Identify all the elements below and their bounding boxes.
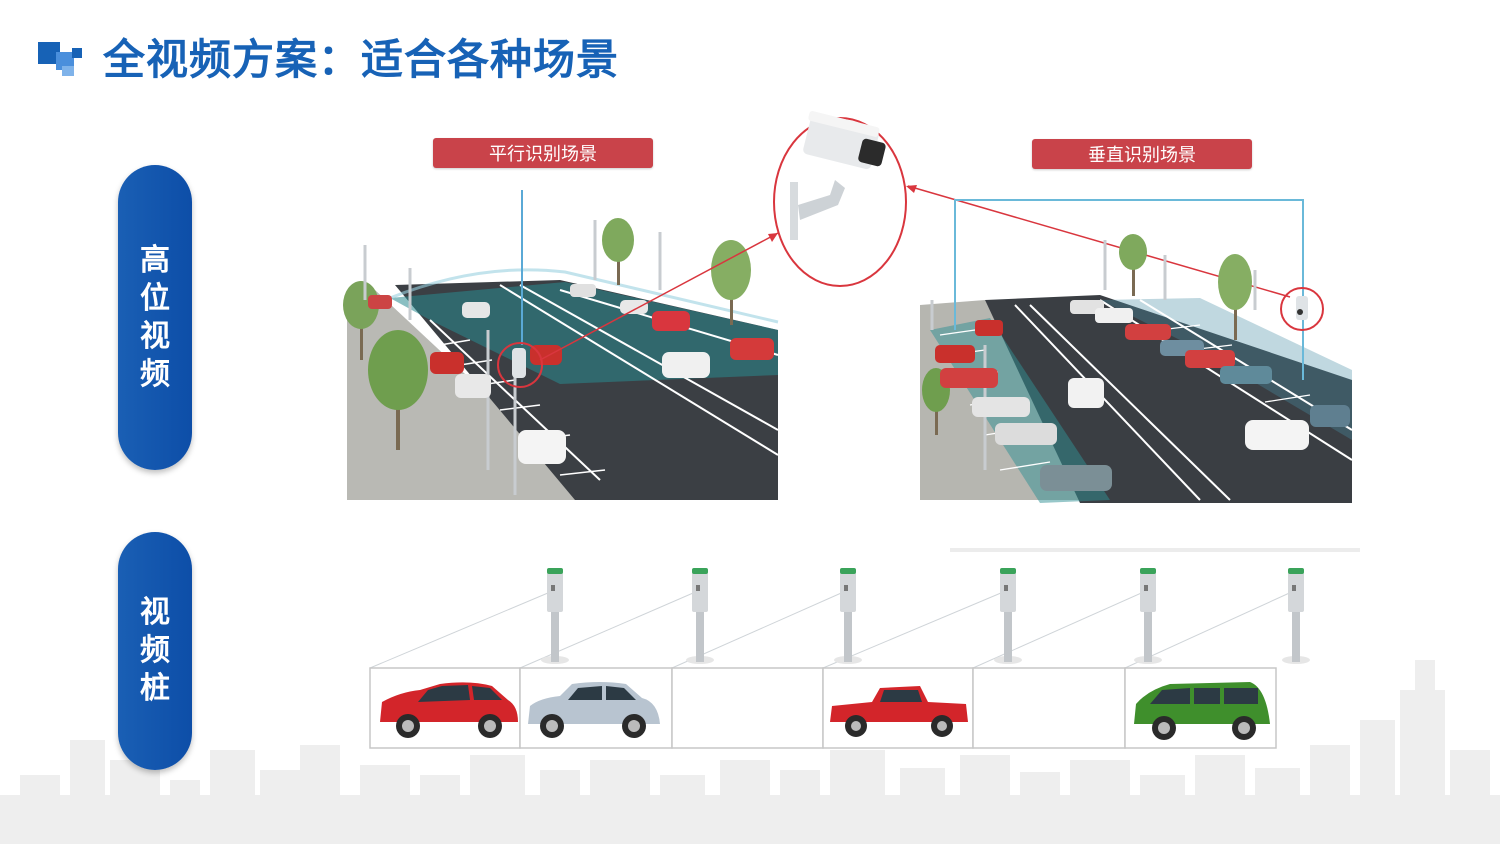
red-hatchback-icon xyxy=(380,682,518,738)
title-logo-icon xyxy=(38,42,82,76)
pill-char: 高 xyxy=(140,242,170,278)
green-van-icon xyxy=(1134,682,1270,740)
row-label-high-position-video: 高 位 视 频 xyxy=(118,165,192,470)
row-label-video-pile: 视 频 桩 xyxy=(118,532,192,770)
video-pile-icon xyxy=(541,568,1310,664)
divider xyxy=(950,548,1360,552)
pill-char: 位 xyxy=(140,280,170,316)
silver-compact-icon xyxy=(528,682,660,738)
parallel-scene-label: 平行识别场景 xyxy=(433,138,653,168)
vertical-scene-label: 垂直识别场景 xyxy=(1032,139,1252,169)
pill-char: 视 xyxy=(140,595,170,630)
red-pickup-icon xyxy=(830,686,968,737)
pill-char: 频 xyxy=(140,633,170,668)
pill-char: 视 xyxy=(140,318,170,354)
pill-char: 频 xyxy=(140,356,170,392)
pill-char: 桩 xyxy=(140,671,170,706)
page-title: 全视频方案：适合各种场景 xyxy=(103,35,620,84)
